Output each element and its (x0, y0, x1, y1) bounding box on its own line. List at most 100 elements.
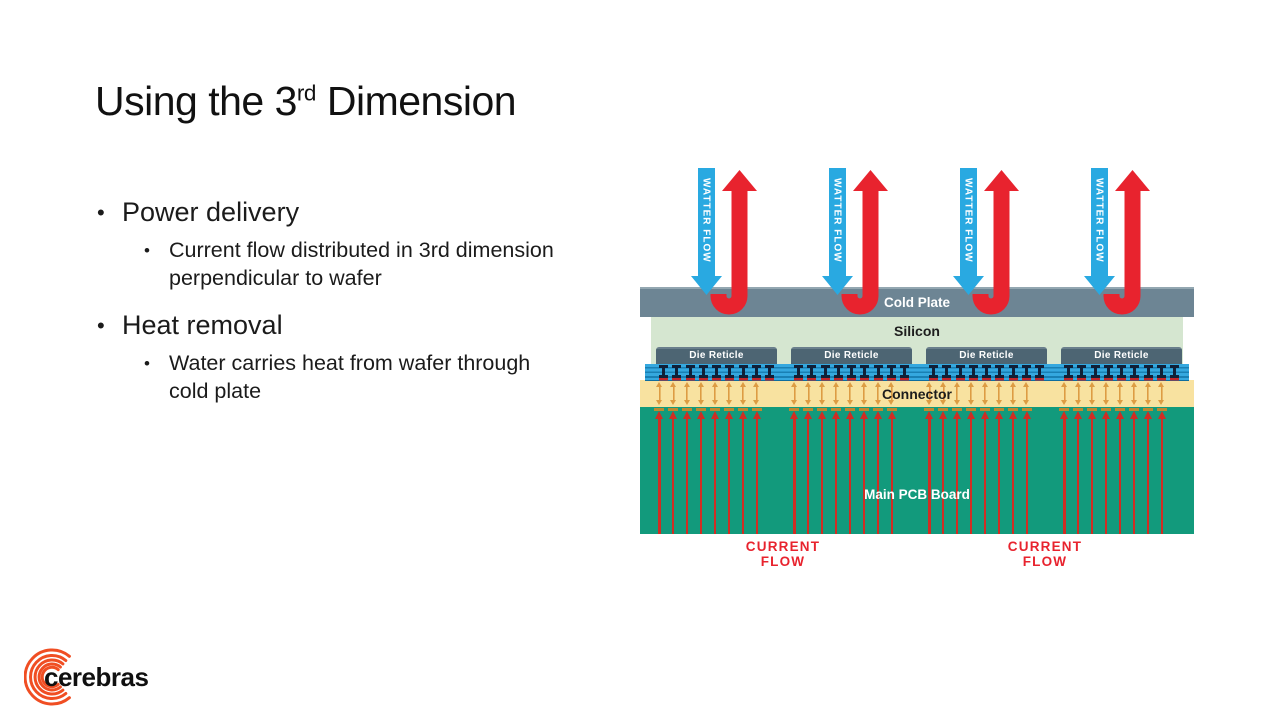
microbump (995, 364, 1005, 380)
hot-water-uturn-arrow (1103, 186, 1141, 315)
pcb-pad (682, 407, 693, 411)
die-reticle: Die Reticle (1061, 347, 1182, 364)
microbump (982, 364, 991, 380)
die-reticle: Die Reticle (926, 347, 1047, 364)
pcb-pad (723, 407, 734, 411)
die-reticle-label: Die Reticle (689, 350, 744, 361)
connector-pin-arrow (1087, 382, 1097, 405)
connector-pin-arrow (980, 382, 990, 405)
connector-pin-arrow (966, 382, 976, 405)
bullet-marker: • (144, 353, 150, 373)
current-flow-line (804, 411, 812, 534)
pcb-pad (817, 407, 828, 411)
microbump (672, 364, 682, 380)
current-flow-line (725, 411, 732, 534)
cold-water-arrowhead (1084, 276, 1115, 295)
page-title: Using the 3rd Dimension (95, 78, 517, 125)
microbump (698, 364, 708, 380)
sub-bullet-text: Current flow distributed in 3rd dimensio… (169, 237, 554, 293)
sub-bullet-line: Water carries heat from wafer through (169, 350, 531, 375)
current-flow-line (1023, 411, 1030, 534)
die-reticle-label: Die Reticle (824, 350, 879, 361)
microbump-layer (645, 364, 1189, 381)
connector-label: Connector (882, 386, 952, 402)
microbump (942, 364, 952, 380)
microbump (929, 364, 938, 380)
microbump (820, 364, 830, 380)
die-reticle-label: Die Reticle (959, 350, 1014, 361)
microbump (712, 364, 721, 380)
pcb-pad (924, 407, 935, 411)
connector-pin-arrow (924, 382, 934, 405)
connector-pin-arrow (803, 382, 813, 405)
current-flow-line (790, 411, 798, 534)
bullet-text: Heat removal (122, 309, 283, 340)
connector-pin-arrow (1022, 382, 1032, 405)
cerebras-logo-icon (24, 648, 71, 706)
silicon-label: Silicon (894, 323, 940, 339)
current-flow-line (753, 411, 760, 534)
title-text: Using the 3 (95, 78, 297, 124)
current-flow-label-right: CURRENT FLOW (1007, 539, 1083, 569)
current-flow-line (1144, 411, 1151, 534)
current-flow-line (874, 411, 881, 534)
connector-pin-arrow (845, 382, 855, 405)
bullet-marker: • (97, 200, 105, 225)
pcb-pad (709, 407, 720, 411)
current-flow-line (860, 411, 867, 534)
current-flow-line (1116, 411, 1123, 534)
microbump (1008, 364, 1018, 380)
water-flow-unit: WATTER FLOW (822, 168, 888, 315)
pcb-pad (1128, 407, 1139, 411)
microbump (968, 364, 978, 380)
water-flow-label: WATTER FLOW (1094, 178, 1105, 263)
current-flow-line (1009, 411, 1016, 534)
pcb-pad (1087, 407, 1098, 411)
connector-pin-arrow (1059, 382, 1069, 405)
connector-pin-arrow (938, 382, 948, 405)
current-flow-line (711, 411, 718, 534)
connector-pin-arrow (952, 382, 962, 405)
cold-plate-label: Cold Plate (883, 295, 950, 310)
sub-bullet-line: Current flow distributed in 3rd dimensio… (169, 238, 554, 263)
microbump (955, 364, 965, 380)
hot-water-uturn-arrow (972, 186, 1010, 315)
current-flow-line (669, 411, 677, 534)
connector-pin-arrow (654, 382, 664, 405)
bullet-marker: • (97, 312, 105, 338)
connector-pin-arrow (710, 382, 720, 405)
cerebras-wordmark: cerebras (44, 662, 149, 692)
microbump (847, 364, 856, 380)
title-superscript: rd (296, 80, 317, 106)
pcb-pad (952, 407, 963, 411)
pcb-pad (844, 407, 855, 411)
current-flow-line (818, 411, 826, 534)
current-flow-line (1158, 411, 1165, 534)
microbump (900, 364, 909, 380)
current-flow-line (832, 411, 840, 534)
hot-water-arrowhead (1115, 170, 1150, 191)
current-flow-line (1074, 411, 1082, 534)
pcb-pad (938, 407, 949, 411)
microbump (794, 364, 803, 380)
connector-pin-arrow (724, 382, 734, 405)
water-flow-label: WATTER FLOW (963, 178, 974, 263)
current-flow-line (981, 411, 988, 534)
hot-water-arrowhead (984, 170, 1019, 191)
connector-pin-arrow (873, 382, 883, 405)
cold-water-arrow-shaft (960, 168, 977, 278)
current-flow-label-left: CURRENT FLOW (745, 539, 821, 569)
connector-pin-arrow (887, 382, 897, 405)
pcb-pad (654, 407, 665, 411)
current-flow-line (1102, 411, 1110, 534)
die-reticle: Die Reticle (656, 347, 777, 364)
pcb-pad (872, 407, 883, 411)
pcb-pad (1142, 407, 1153, 411)
microbump (1170, 364, 1179, 380)
microbump (860, 364, 870, 380)
water-flow-unit: WATTER FLOW (1084, 168, 1150, 315)
connector-pin-arrow (1157, 382, 1167, 405)
